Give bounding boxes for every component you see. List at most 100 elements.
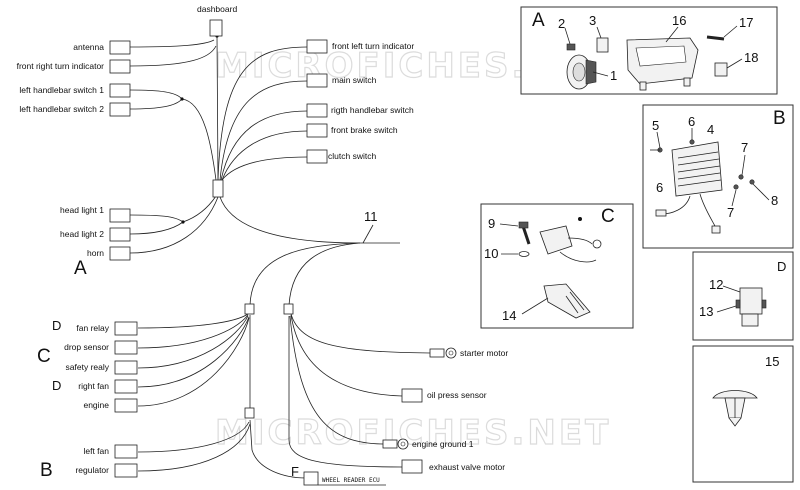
drop-sensor-label: drop sensor bbox=[64, 342, 109, 352]
panel-d-ref-13: 13 bbox=[699, 304, 713, 319]
panel-b-ref-7: 7 bbox=[741, 140, 748, 155]
front-left-turn-connector bbox=[306, 39, 328, 54]
junction-dot bbox=[180, 97, 184, 101]
left-handlebar-1-connector bbox=[109, 83, 131, 98]
leader bbox=[596, 26, 602, 39]
regulator-illustration bbox=[650, 139, 755, 234]
panel-a-ref-18: 18 bbox=[744, 50, 758, 65]
engine-ground-terminal bbox=[382, 438, 409, 450]
fan-relay-label: fan relay bbox=[76, 323, 109, 333]
rigth-handlebar-label: rigth handlebar switch bbox=[331, 105, 414, 115]
group-letter-d-fan-relay: D bbox=[52, 318, 61, 333]
left-fan-connector bbox=[114, 444, 138, 459]
panel-d-letter: D bbox=[777, 259, 786, 274]
panel-b-ref-5: 5 bbox=[652, 118, 659, 133]
panel-c-letter: C bbox=[601, 206, 615, 227]
head-light-2-label: head light 2 bbox=[60, 229, 104, 239]
exhaust-valve-connector bbox=[401, 459, 423, 474]
right-fan-connector bbox=[114, 379, 138, 394]
horn-connector bbox=[109, 246, 131, 261]
panel-a-ref-1: 1 bbox=[610, 68, 617, 83]
junction-connector bbox=[244, 407, 255, 419]
panel-b-ref-6: 6 bbox=[688, 114, 695, 129]
head-light-1-label: head light 1 bbox=[60, 205, 104, 215]
junction-connector bbox=[283, 303, 294, 315]
leader bbox=[564, 27, 571, 45]
front-brake-label: front brake switch bbox=[331, 125, 398, 135]
junction-connector bbox=[244, 303, 255, 315]
wheel-reader-ecu-connector bbox=[303, 471, 319, 486]
head-light-2-connector bbox=[109, 227, 131, 242]
panel-c-ref-14: 14 bbox=[502, 308, 516, 323]
panel-b-ref-6-lower: 6 bbox=[656, 180, 663, 195]
panel-a-ref-17: 17 bbox=[739, 15, 753, 30]
leader bbox=[741, 154, 746, 176]
leader bbox=[752, 183, 770, 201]
leader bbox=[723, 25, 738, 38]
horn-illustration bbox=[566, 35, 728, 91]
rigth-handlebar-connector bbox=[306, 103, 328, 118]
panel-a-letter: A bbox=[532, 10, 545, 31]
clutch-switch-connector bbox=[306, 149, 328, 164]
leader bbox=[726, 58, 743, 69]
panel-c-ref-10: 10 bbox=[484, 246, 498, 261]
panel-e bbox=[692, 345, 794, 483]
front-right-turn-connector bbox=[109, 59, 131, 74]
panel-b-ref-7-lower: 7 bbox=[727, 205, 734, 220]
central-connector bbox=[212, 179, 224, 198]
front-right-turn-label: front right turn indicator bbox=[17, 61, 105, 71]
oil-press-connector bbox=[401, 388, 423, 403]
fan-relay-connector bbox=[114, 321, 138, 336]
panel-a-ref-3: 3 bbox=[589, 13, 596, 28]
leader bbox=[731, 189, 737, 207]
left-fan-label: left fan bbox=[83, 446, 109, 456]
group-letter-c: C bbox=[37, 346, 51, 367]
left-handlebar-2-connector bbox=[109, 102, 131, 117]
group-letter-d-right-fan: D bbox=[52, 378, 61, 393]
panel-d-ref-12: 12 bbox=[709, 277, 723, 292]
right-fan-label: right fan bbox=[78, 381, 109, 391]
clutch-switch-label: clutch switch bbox=[328, 151, 376, 161]
starter-motor-terminal bbox=[429, 347, 457, 359]
panel-b-ref-8: 8 bbox=[771, 193, 778, 208]
main-switch-connector bbox=[306, 73, 328, 88]
left-handlebar-1-label: left handlebar switch 1 bbox=[19, 85, 104, 95]
group-letter-b: B bbox=[40, 460, 53, 481]
antenna-connector bbox=[109, 40, 131, 55]
drop-sensor-connector bbox=[114, 340, 138, 355]
panel-a-ref-16: 16 bbox=[672, 13, 686, 28]
leader bbox=[665, 26, 679, 43]
engine-label: engine bbox=[83, 400, 109, 410]
safety-realy-label: safety realy bbox=[66, 362, 110, 372]
leader bbox=[716, 305, 737, 313]
dashboard-connector bbox=[209, 19, 223, 37]
regulator-connector bbox=[114, 463, 138, 478]
harness-ref-11: 11 bbox=[364, 209, 378, 224]
main-switch-label: main switch bbox=[332, 75, 377, 85]
wheel-reader-ecu-label: WHEEL READER ECU bbox=[322, 477, 380, 484]
group-letter-a: A bbox=[74, 258, 87, 279]
relay-illustration bbox=[735, 287, 767, 327]
safety-realy-connector bbox=[114, 360, 138, 375]
engine-connector bbox=[114, 398, 138, 413]
front-left-turn-label: front left turn indicator bbox=[332, 41, 414, 51]
oil-press-label: oil press sensor bbox=[427, 390, 487, 400]
leader bbox=[499, 223, 519, 227]
regulator-label: regulator bbox=[75, 465, 109, 475]
leader bbox=[521, 297, 549, 315]
junction-dot bbox=[181, 220, 185, 224]
front-brake-connector bbox=[306, 123, 328, 138]
head-light-1-connector bbox=[109, 208, 131, 223]
panel-e-ref-15: 15 bbox=[765, 354, 779, 369]
drop-sensor-illustration bbox=[518, 217, 602, 319]
group-letter-f: F bbox=[291, 464, 299, 479]
leader bbox=[722, 285, 741, 293]
engine-ground-label: engine ground 1 bbox=[412, 439, 474, 449]
panel-c-ref-9: 9 bbox=[488, 216, 495, 231]
clip-illustration bbox=[712, 390, 758, 427]
exhaust-valve-label: exhaust valve motor bbox=[429, 462, 505, 472]
antenna-label: antenna bbox=[73, 42, 104, 52]
panel-a-ref-2: 2 bbox=[558, 16, 565, 31]
